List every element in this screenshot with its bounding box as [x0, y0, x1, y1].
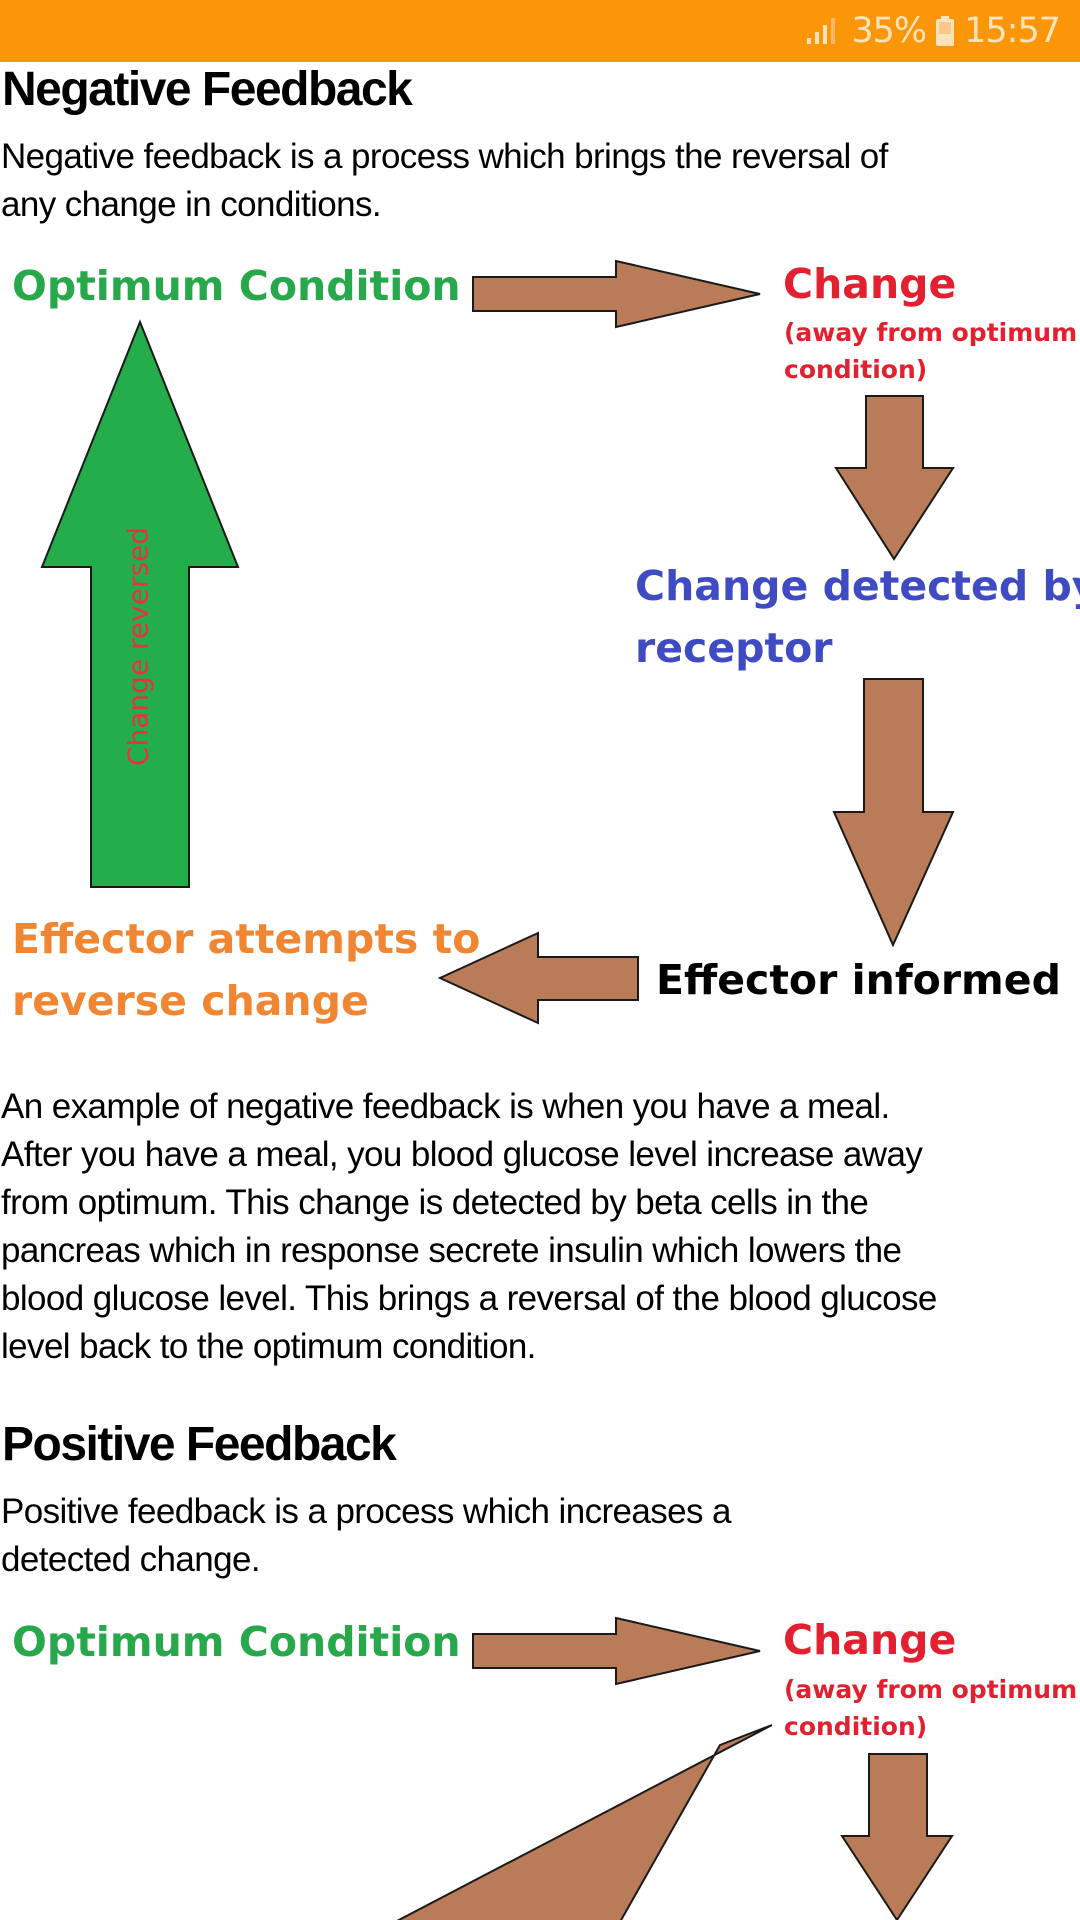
negative-feedback-title: Negative Feedback: [2, 63, 413, 116]
status-bar-right: 35% 15:57: [805, 8, 1061, 54]
change-detected-label-line-1: Change detected by: [635, 562, 1080, 610]
positive-feedback-title: Positive Feedback: [2, 1418, 397, 1471]
battery-icon: [936, 16, 955, 46]
change-detected-label-line-2: receptor: [635, 624, 833, 672]
arrow-right-icon: [472, 1616, 761, 1686]
diagonal-arrow-icon: [396, 1724, 773, 1920]
change-note-line-1: (away from optimum: [784, 318, 1078, 347]
clock: 15:57: [964, 11, 1061, 51]
arrow-down-icon: [832, 678, 955, 948]
arrow-down-icon: [834, 395, 955, 561]
status-bar: 35% 15:57: [0, 0, 1080, 62]
change-note-line-2: condition): [784, 355, 928, 384]
arrow-left-icon: [437, 931, 639, 1025]
signal-icon: [807, 18, 836, 44]
effector-attempts-label-line-2: reverse change: [12, 977, 369, 1025]
effector-attempts-label-line-1: Effector attempts to: [12, 915, 481, 963]
change-reversed-label: Change reversed: [121, 526, 155, 767]
positive-optimum-condition-label: Optimum Condition: [12, 1618, 461, 1666]
positive-change-note-line-2: condition): [784, 1712, 928, 1741]
change-label: Change: [783, 260, 957, 308]
positive-change-label: Change: [783, 1616, 957, 1664]
positive-change-note-line-1: (away from optimum: [784, 1675, 1078, 1704]
negative-feedback-example: An example of negative feedback is when …: [1, 1087, 937, 1366]
effector-informed-label: Effector informed: [656, 956, 1061, 1004]
arrow-up-green-icon: [40, 319, 240, 888]
positive-feedback-definition: Positive feedback is a process which inc…: [1, 1492, 732, 1579]
optimum-condition-label: Optimum Condition: [12, 262, 461, 310]
negative-feedback-definition: Negative feedback is a process which bri…: [1, 137, 888, 224]
battery-percent: 35%: [851, 11, 927, 51]
arrow-right-icon: [472, 259, 761, 329]
arrow-down-icon: [840, 1753, 954, 1920]
